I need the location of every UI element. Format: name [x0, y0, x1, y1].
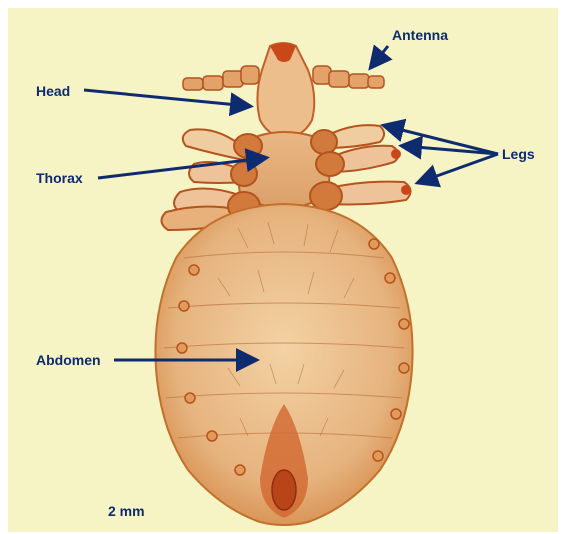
scale-bar-label: 2 mm [108, 503, 145, 519]
legs-label: Legs [502, 146, 535, 162]
thorax-label: Thorax [36, 170, 83, 186]
antenna-label: Antenna [392, 27, 448, 43]
abdomen-label: Abdomen [36, 352, 101, 368]
head-label: Head [36, 83, 70, 99]
louse-diagram: Antenna Head Thorax Legs Abdomen 2 mm [8, 8, 558, 532]
